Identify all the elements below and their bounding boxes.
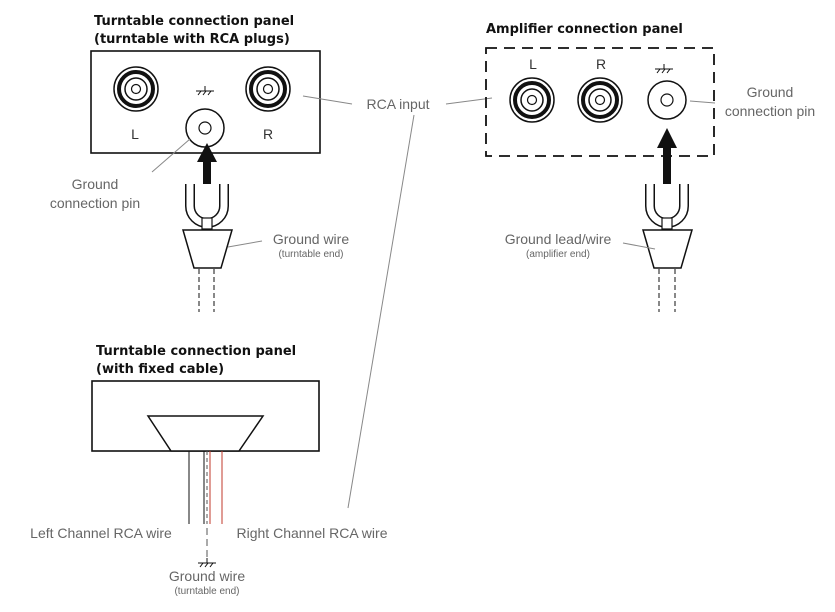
amplifier-right-label: R [596, 56, 606, 72]
turntable-ground-wire-sub: (turntable end) [278, 249, 343, 260]
rca-input-leader-fixed-cable [347, 114, 415, 509]
turntable-rca-panel-title-line1: Turntable connection panel [94, 14, 294, 29]
fixed-cable-panel: Turntable connection panel (with fixed c… [91, 344, 320, 568]
turntable-rca-right-jack [245, 66, 291, 112]
rca-input-label: RCA input [366, 96, 429, 112]
amplifier-ground-pin [647, 80, 687, 120]
fixed-cable-panel-title-line2: (with fixed cable) [96, 362, 224, 377]
turntable-ground-pin-label-line1: Ground [72, 176, 119, 192]
amplifier-rca-right-jack [577, 77, 623, 123]
amplifier-ground-wire-leader [622, 242, 656, 250]
left-channel-wire-label: Left Channel RCA wire [30, 525, 172, 541]
turntable-rca-panel: Turntable connection panel (turntable wi… [90, 14, 321, 154]
turntable-rca-panel-title-line2: (turntable with RCA plugs) [94, 32, 290, 47]
turntable-ground-wire-label: Ground wire [273, 231, 349, 247]
turntable-right-label: R [263, 126, 273, 142]
fixed-cable-strain-relief [146, 415, 265, 452]
right-channel-wire-label: Right Channel RCA wire [237, 525, 388, 541]
amplifier-ground-pin-label-line2: connection pin [725, 103, 815, 119]
amplifier-left-label: L [529, 56, 537, 72]
turntable-rca-left-jack [113, 66, 159, 112]
fixed-cable-ground-wire-sub: (turntable end) [174, 586, 239, 597]
turntable-ground-pin-label-line2: connection pin [50, 195, 140, 211]
fixed-cable-ground-wire-label: Ground wire [169, 568, 245, 584]
rca-input-leader-amplifier [445, 97, 493, 105]
fixed-cable-panel-title-line1: Turntable connection panel [96, 344, 296, 359]
amplifier-panel-title: Amplifier connection panel [486, 22, 683, 37]
amplifier-ground-lug [642, 128, 693, 312]
fixed-cable-wires [188, 451, 223, 560]
turntable-left-label: L [131, 126, 139, 142]
turntable-ground-wire-leader [227, 240, 263, 248]
rca-input-leader-turntable [302, 95, 353, 105]
amplifier-ground-pin-label-line1: Ground [747, 84, 794, 100]
amplifier-panel: Amplifier connection panel L R [485, 22, 715, 157]
turntable-ground-pin-leader [151, 138, 191, 173]
amplifier-ground-pin-leader [689, 100, 716, 104]
amplifier-panel-box [485, 47, 715, 157]
turntable-ground-lug [182, 143, 233, 312]
turntable-ground-pin [185, 108, 225, 148]
amplifier-ground-wire-label: Ground lead/wire [505, 231, 612, 247]
amplifier-rca-left-jack [509, 77, 555, 123]
fixed-cable-ground-symbol-icon [198, 558, 216, 568]
amplifier-ground-wire-sub: (amplifier end) [526, 249, 590, 260]
amplifier-ground-symbol-icon [655, 64, 673, 74]
turntable-ground-symbol-icon [196, 86, 214, 96]
